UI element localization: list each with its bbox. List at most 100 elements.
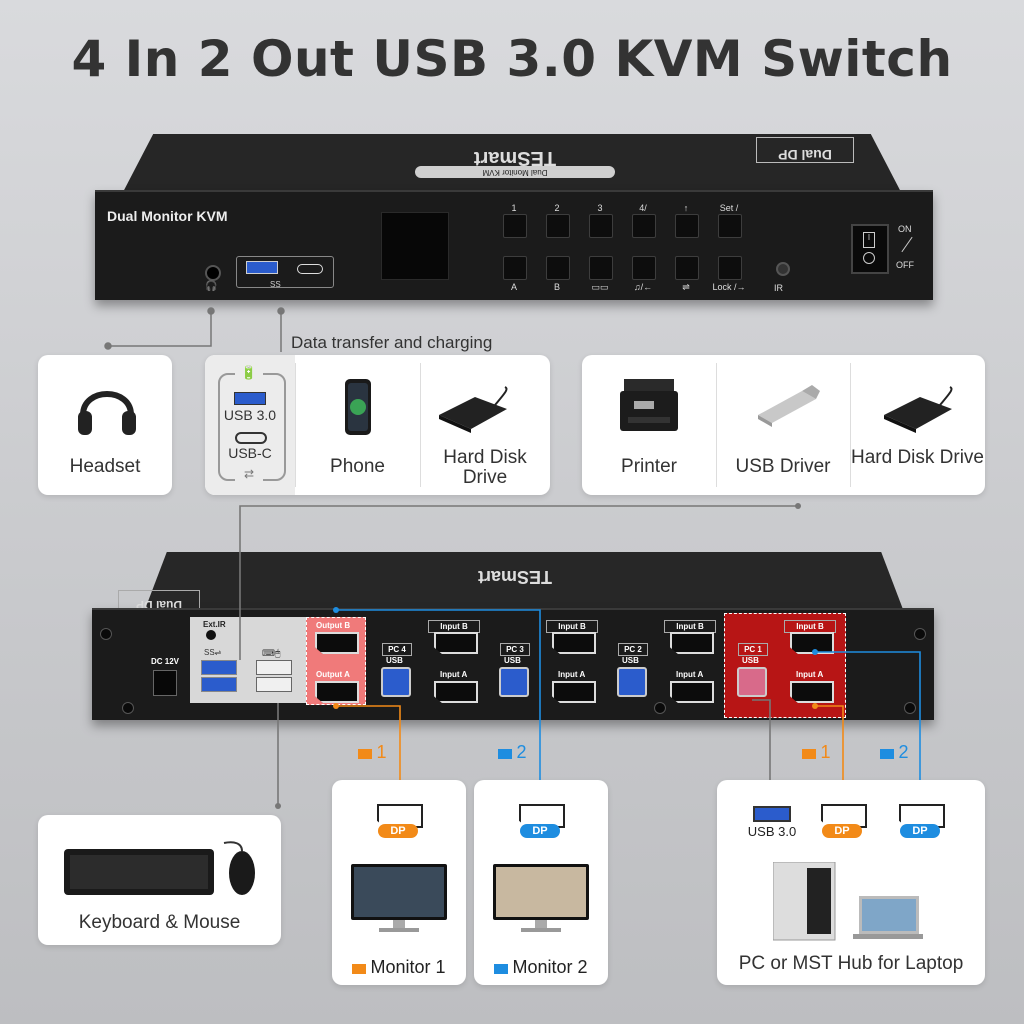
dp-badge: DP: [520, 824, 560, 838]
usb-a-icon: [234, 392, 266, 405]
usb-c-icon: [235, 432, 267, 444]
usb2-port-icon: [256, 660, 292, 675]
data-transfer-callout: Data transfer and charging: [291, 333, 493, 352]
pc-label: PC or MST Hub for Laptop: [738, 953, 964, 974]
button-b[interactable]: [546, 256, 570, 280]
button-pc-mode[interactable]: [589, 256, 613, 280]
power-switch[interactable]: I: [851, 224, 889, 274]
button-up[interactable]: [675, 214, 699, 238]
computer-icon: ▭▭: [591, 282, 609, 292]
usb3-port-icon: [201, 677, 237, 692]
power-on-label: ON: [898, 224, 912, 234]
monitor-icon: [494, 963, 508, 974]
button-pc4[interactable]: [632, 214, 656, 238]
front-usb-ports: [236, 256, 334, 288]
ir-label: IR: [774, 283, 783, 293]
button-lock[interactable]: [718, 256, 742, 280]
monitor-icon: [880, 748, 894, 759]
button-set[interactable]: [718, 214, 742, 238]
pc4-input-b-dp-port: [434, 632, 478, 654]
monitor-icon: [493, 864, 589, 932]
button-label-audio: ♫/←: [633, 282, 653, 292]
pc1-usb-label: USB: [742, 656, 759, 665]
power-on-mark: I: [863, 232, 875, 248]
pc-output-1-marker: 1: [802, 742, 830, 763]
pc-card: USB 3.0 DP DP PC or MST Hub for Laptop: [717, 780, 985, 985]
dc-power-jack: [153, 670, 177, 696]
pc4-input-a-dp-port: [434, 681, 478, 703]
button-pc1[interactable]: [503, 214, 527, 238]
monitor-icon: [352, 963, 366, 974]
pc2-input-a-dp-port: [670, 681, 714, 703]
power-off-mark: [863, 252, 875, 264]
headset-icon: [78, 391, 136, 435]
phone-label: Phone: [330, 456, 385, 477]
screw-icon: [904, 702, 916, 714]
usb30-port-label: USB 3.0: [223, 407, 277, 423]
front-panel-label: Dual Monitor KVM: [107, 208, 228, 224]
pc3-usb-label: USB: [504, 656, 521, 665]
usb-devices-card: 🔋 USB 3.0 USB-C ⇄ Phone Hard Disk Drive: [205, 355, 550, 495]
monitor-1-card: DP Monitor 1: [332, 780, 466, 985]
front-device-top: [122, 134, 902, 194]
hdd-label: Hard Disk Drive: [443, 447, 527, 488]
output-a-label: Output A: [316, 670, 350, 679]
monitor-2-label-row: Monitor 2: [494, 957, 588, 978]
marker-number: 2: [516, 742, 527, 762]
keyboard-mouse-card: Keyboard & Mouse: [38, 815, 281, 945]
button-pc2[interactable]: [546, 214, 570, 238]
button-label-3: 3: [597, 203, 603, 213]
usb-c-port-icon: [297, 264, 323, 274]
front-panel: [95, 190, 933, 300]
usb-connector-icon: [753, 806, 791, 822]
usbc-port-label: USB-C: [228, 445, 272, 461]
hdd-label: Hard Disk Drive: [850, 447, 985, 468]
card-divider: [850, 363, 851, 487]
power-off-label: OFF: [896, 260, 914, 270]
card-divider: [420, 363, 421, 487]
button-label-set: Set /: [719, 203, 739, 213]
keyboard-mouse-icon: [64, 841, 255, 895]
rear-device-top: [144, 552, 904, 612]
usb2-port-icon: [256, 677, 292, 692]
usb-icon: ⇌: [682, 282, 690, 292]
button-label-1: 1: [511, 203, 517, 213]
usb-a-port-icon: [246, 261, 278, 274]
superspeed-tag: SS: [270, 280, 281, 289]
button-a[interactable]: [503, 256, 527, 280]
transfer-arrows-icon: ⇄: [235, 467, 263, 481]
phone-icon: [345, 379, 371, 435]
pc-tower-laptop-icon: [773, 862, 923, 941]
pc4-label: PC 4: [382, 643, 412, 656]
button-label-2: 2: [554, 203, 560, 213]
monitor-1-marker: 1: [358, 742, 386, 763]
pc3-label: PC 3: [500, 643, 530, 656]
button-pc3[interactable]: [589, 214, 613, 238]
hard-disk-icon: [884, 386, 953, 433]
peripheral-devices-card: Printer USB Driver Hard Disk Drive: [582, 355, 985, 495]
page-title: 4 In 2 Out USB 3.0 KVM Switch: [71, 30, 953, 88]
button-usb[interactable]: [675, 256, 699, 280]
headphone-icon: 🎧: [205, 281, 218, 292]
button-audio[interactable]: [632, 256, 656, 280]
dc-label: DC 12V: [151, 657, 180, 666]
monitor-2-label: Monitor 2: [512, 957, 588, 977]
charging-battery-icon: 🔋: [235, 365, 263, 380]
output-a-dp-port: [315, 681, 359, 703]
card-divider: [295, 363, 296, 487]
screw-icon: [654, 702, 666, 714]
pc4-usb-label: USB: [386, 656, 403, 665]
screw-icon: [914, 628, 926, 640]
ext-ir-jack: [206, 630, 216, 640]
dp-badge: DP: [900, 824, 940, 838]
headset-label: Headset: [69, 456, 141, 477]
pc2-input-b-dp-port: [670, 632, 714, 654]
pc1-input-a-dp-port: [790, 681, 834, 703]
ir-sensor-icon: [776, 262, 790, 276]
pc3-input-a-dp-port: [552, 681, 596, 703]
usb3-port-icon: [201, 660, 237, 675]
monitor-icon: [498, 748, 512, 759]
monitor-1-label-row: Monitor 1: [352, 957, 446, 978]
